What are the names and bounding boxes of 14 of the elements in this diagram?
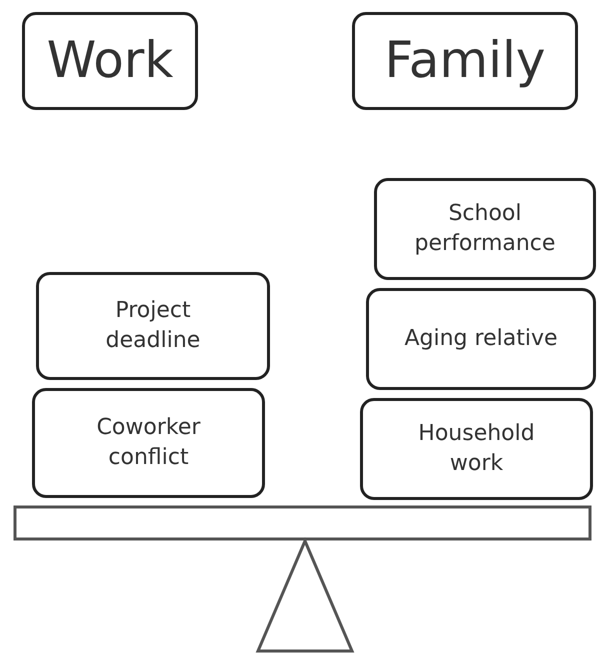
box-label: Family (384, 30, 546, 92)
category-box (352, 12, 578, 110)
box-label: Project deadline (104, 297, 202, 355)
box-label: Household work (417, 420, 536, 478)
stressor-box (32, 388, 265, 498)
box-label: Coworker conflict (96, 414, 202, 472)
stressor-box (366, 288, 596, 390)
box-label: School performance (414, 200, 556, 258)
box-label: Aging relative (404, 325, 558, 354)
box-label: Work (46, 30, 174, 92)
stressor-box (36, 272, 270, 380)
stressor-box (374, 178, 596, 280)
stressor-box (360, 398, 593, 500)
category-box (22, 12, 198, 110)
